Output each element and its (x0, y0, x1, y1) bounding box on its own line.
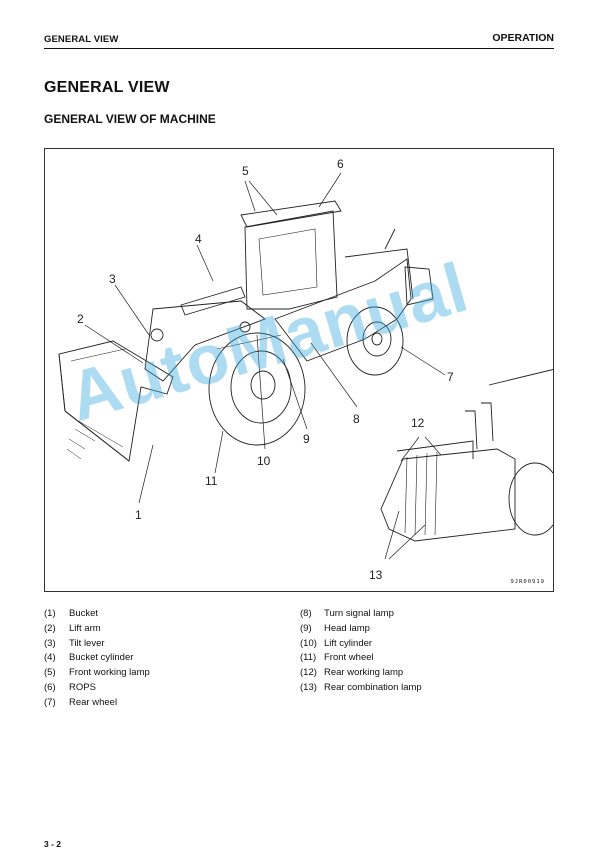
legend-item: (4)Bucket cylinder (44, 652, 134, 664)
rear-view-drawing (380, 448, 516, 542)
legend-item: (11)Front wheel (300, 652, 374, 664)
legend-item: (8)Turn signal lamp (300, 608, 394, 619)
legend-item: (12)Rear working lamp (300, 667, 404, 679)
legend-item: (13)Rear combination lamp (300, 681, 422, 693)
legend-item: (5)Front working lamp (44, 667, 150, 679)
callout-13: 13 (369, 568, 383, 582)
machine-illustration-frame: 5 6 4 3 2 7 8 9 10 11 1 12 13 9JR00919 (44, 148, 554, 592)
lift-arm-drawing (144, 300, 266, 382)
header-divider (44, 48, 554, 49)
callout-3: 3 (109, 272, 116, 286)
figure-code: 9JR00919 (510, 579, 545, 585)
header-section-title: GENERAL VIEW (44, 34, 119, 45)
legend-right-column: (8)Turn signal lamp (9)Head lamp (10)Lif… (300, 607, 422, 696)
legend-item: (9)Head lamp (300, 622, 370, 634)
legend-item: (1)Bucket (44, 608, 99, 619)
rops-cab-drawing (244, 210, 338, 310)
callout-6: 6 (337, 157, 344, 171)
legend-left-column: (1)Bucket (2)Lift arm (3)Tilt lever (4)B… (44, 607, 150, 711)
callout-8: 8 (353, 412, 360, 426)
legend-item: (3)Tilt lever (44, 637, 105, 649)
header-chapter-title: OPERATION (492, 32, 554, 44)
legend-item: (7)Rear wheel (44, 696, 118, 708)
callout-2: 2 (77, 312, 84, 326)
callout-4: 4 (195, 232, 202, 246)
callout-1: 1 (135, 508, 142, 522)
legend-item: (6)ROPS (44, 681, 96, 693)
legend-item: (10)Lift cylinder (300, 637, 373, 649)
front-wheel-drawing (208, 332, 306, 446)
page-number: 3 - 2 (44, 839, 62, 849)
callout-11: 11 (205, 474, 218, 488)
rear-wheel-drawing (346, 306, 404, 376)
legend-item: (2)Lift arm (44, 622, 101, 634)
callout-12: 12 (411, 416, 425, 430)
callout-5: 5 (242, 164, 249, 178)
callout-9: 9 (303, 432, 310, 446)
section-subtitle: GENERAL VIEW OF MACHINE (44, 112, 216, 126)
callout-7: 7 (447, 370, 454, 384)
callout-10: 10 (257, 454, 271, 468)
page-title: GENERAL VIEW (44, 79, 170, 96)
wheel-loader-illustration: 5 6 4 3 2 7 8 9 10 11 1 12 13 (58, 157, 553, 582)
